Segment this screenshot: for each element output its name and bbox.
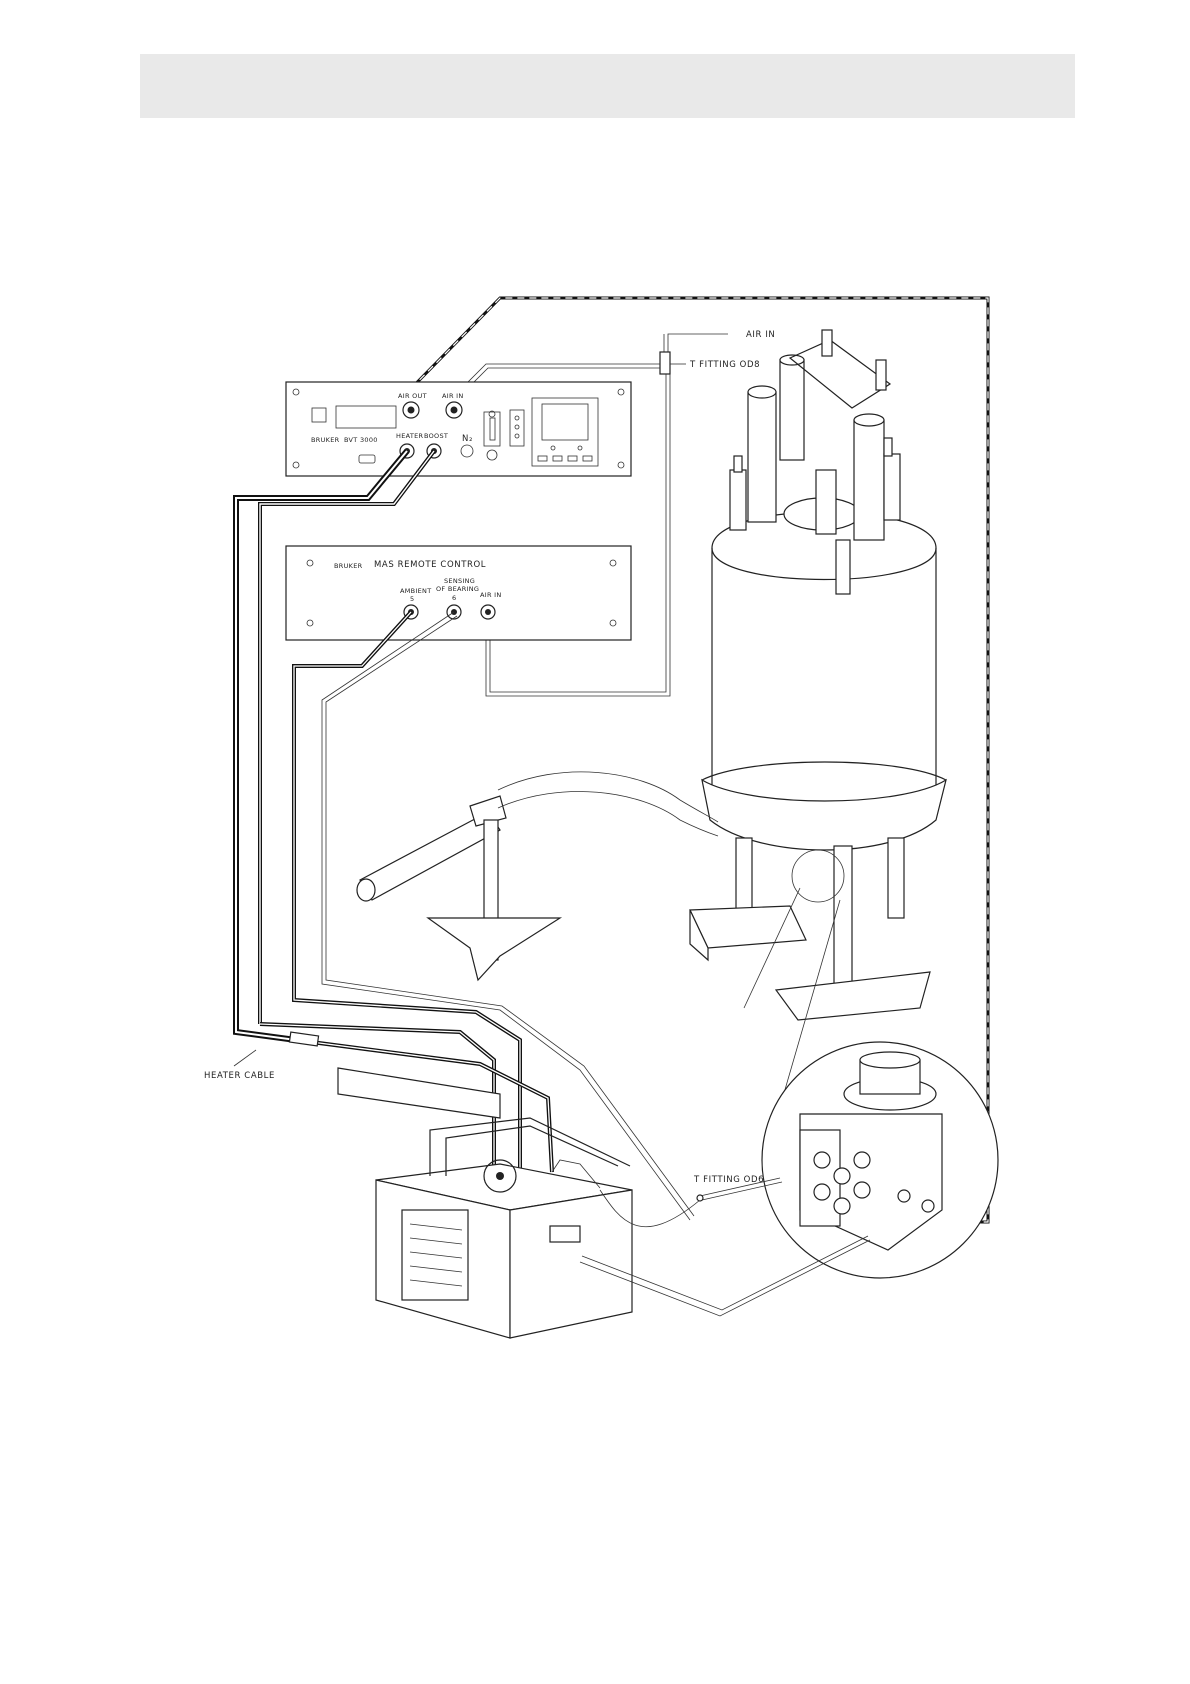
bvt-model-label: BVT 3000 (344, 436, 378, 444)
t-fitting-od6 (697, 1195, 703, 1201)
chiller-unit (338, 1068, 632, 1338)
mas-sensing-label: SENSING (444, 577, 475, 585)
mas-title-label: MAS REMOTE CONTROL (374, 560, 486, 570)
bvt-air-in-label: AIR IN (442, 392, 464, 400)
mas-ambient-label: AMBIENT (400, 587, 431, 595)
air-in-top-label: AIR IN (746, 330, 775, 340)
bvt-heater-label: HEATER (396, 432, 424, 440)
probe-stand (357, 772, 718, 980)
heater-cable-connector (289, 1032, 318, 1046)
bvt-air-out-label: AIR OUT (398, 392, 427, 400)
t-fitting-top-label: T FITTING OD8 (689, 360, 760, 370)
t-fitting-od8 (660, 352, 670, 374)
magnet (690, 330, 946, 1020)
bvt-boost-label: BOOST (424, 432, 448, 440)
boost-cable (260, 451, 434, 1024)
mas-of-bearing-label: OF BEARING (436, 585, 479, 593)
heater-cable-label: HEATER CABLE (204, 1071, 275, 1081)
bvt-3000-panel: BRUKER BVT 3000 AIR OUT AIR IN HEATER BO… (286, 382, 631, 476)
mas-brand-label: BRUKER (334, 562, 363, 570)
bvt-n2-label: N₂ (462, 434, 473, 444)
bvt-brand-label: BRUKER (311, 436, 340, 444)
t-fitting-bottom-label: T FITTING OD6 (693, 1175, 764, 1185)
mas-ambient-num: 5 (410, 595, 414, 603)
mas-air-in-label: AIR IN (480, 591, 502, 599)
mas-sensing-num: 6 (452, 594, 456, 602)
mas-remote-control-panel: BRUKER MAS REMOTE CONTROL AMBIENT 5 SENS… (286, 546, 631, 640)
